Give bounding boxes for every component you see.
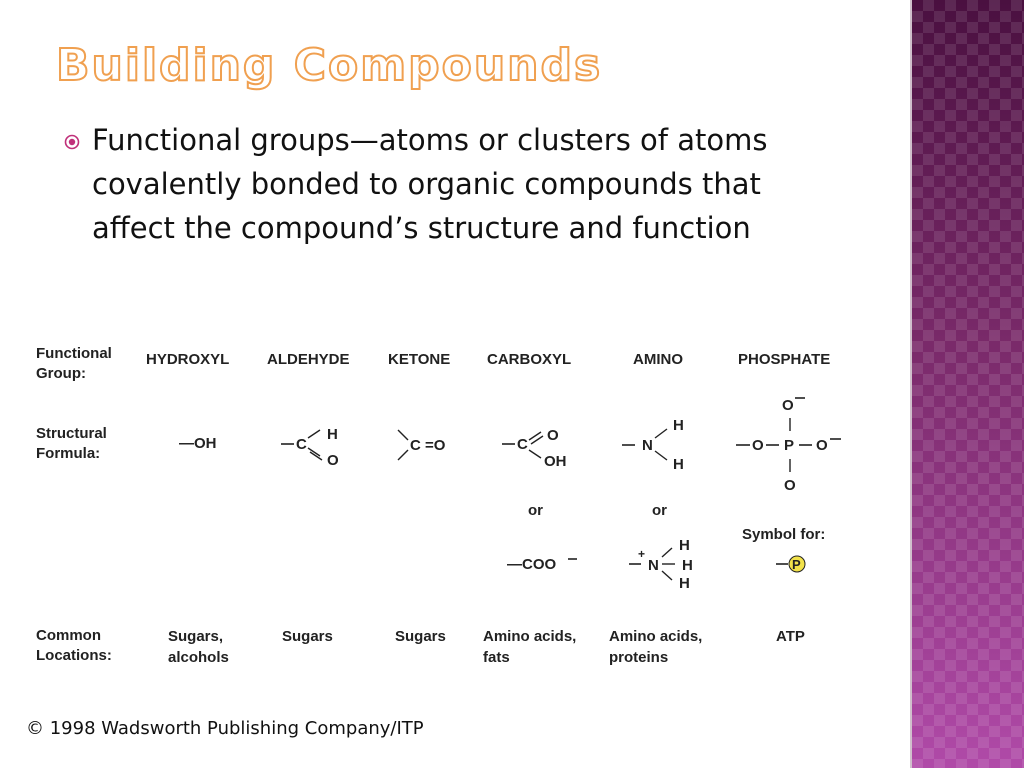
svg-text:—COO: —COO (507, 556, 557, 573)
amino-formula: N H H (622, 417, 684, 473)
carboxylate-formula: —COO (507, 556, 577, 573)
ketone-formula: C =O (397, 429, 446, 461)
svg-text:O: O (752, 437, 764, 454)
location-carboxyl: Amino acids,fats (483, 628, 577, 666)
header-amino: AMINO (633, 351, 683, 368)
svg-text:O: O (782, 397, 794, 414)
header-aldehyde: ALDEHYDE (267, 351, 350, 368)
svg-text:O: O (547, 427, 559, 444)
svg-text:C: C (517, 436, 528, 453)
svg-text:OH: OH (544, 453, 567, 470)
location-aldehyde: Sugars (282, 628, 333, 645)
svg-text:P: P (784, 437, 794, 454)
header-hydroxyl: HYDROXYL (146, 351, 230, 368)
side-band-edge (910, 0, 912, 768)
phosphate-symbol: P (776, 555, 806, 573)
svg-text:H: H (673, 456, 684, 473)
ammonium-formula: + N H H H (629, 537, 693, 592)
svg-text:H: H (673, 417, 684, 434)
svg-text:C: C (296, 436, 307, 453)
phosphate-formula: O O P O O (736, 397, 841, 494)
svg-text:H: H (327, 426, 338, 443)
svg-text:O: O (784, 477, 796, 494)
svg-text:N: N (642, 437, 653, 454)
svg-text:C =O: C =O (410, 437, 446, 454)
aldehyde-formula: C H O (281, 426, 339, 469)
carboxyl-formula: C O OH (502, 427, 567, 470)
bullet-text: Functional groups—atoms or clusters of a… (92, 123, 768, 245)
svg-text:P: P (792, 557, 801, 572)
location-phosphate: ATP (776, 628, 805, 645)
decorative-side-band (912, 0, 1024, 768)
svg-text:N: N (648, 557, 659, 574)
svg-text:O: O (327, 452, 339, 469)
structural-formulas: —OH C H O C =O C O OH (179, 397, 841, 592)
header-carboxyl: CARBOXYL (487, 351, 572, 368)
svg-text:H: H (679, 575, 690, 592)
svg-text:+: + (638, 547, 645, 561)
copyright-notice: © 1998 Wadsworth Publishing Company/ITP (26, 718, 424, 739)
location-ketone: Sugars (395, 628, 446, 645)
slide-title: Building Compounds (55, 39, 603, 92)
location-amino: Amino acids,proteins (609, 628, 703, 666)
header-ketone: KETONE (388, 351, 451, 368)
location-hydroxyl: Sugars,alcohols (168, 628, 229, 666)
amino-or-label: or (652, 502, 667, 519)
bullet-icon (64, 134, 80, 150)
header-phosphate: PHOSPHATE (738, 351, 831, 368)
svg-text:O: O (816, 437, 828, 454)
svg-text:H: H (679, 537, 690, 554)
svg-text:H: H (682, 557, 693, 574)
carboxyl-or-label: or (528, 502, 543, 519)
hydroxyl-formula: —OH (179, 435, 217, 452)
symbol-for-label: Symbol for: (742, 526, 825, 543)
